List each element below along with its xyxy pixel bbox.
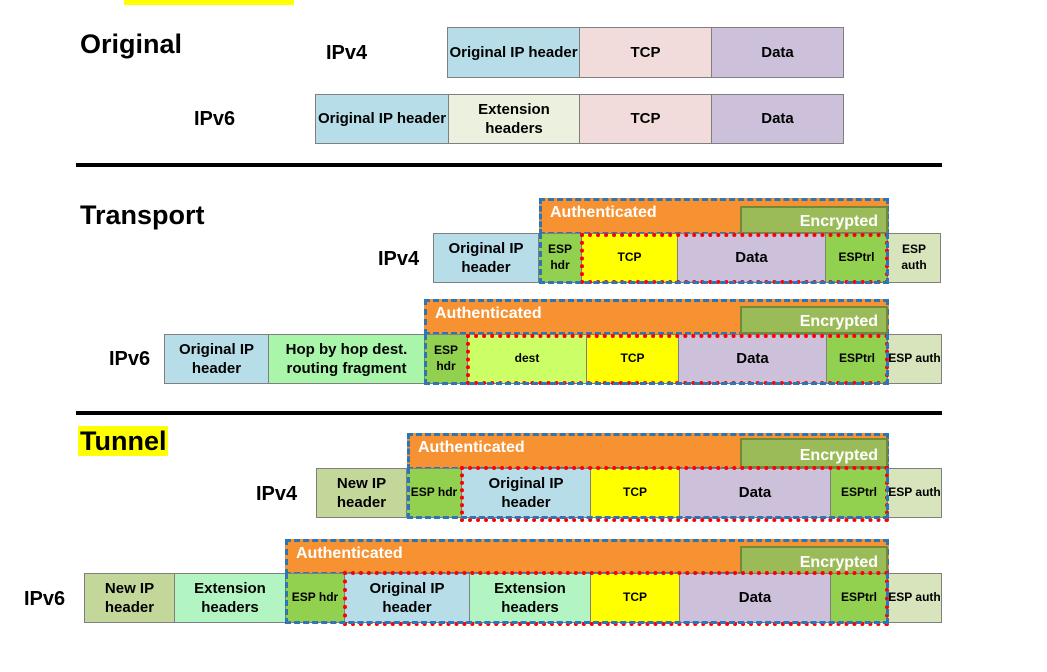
cell-original-ip-header: Original IP header [164,334,269,384]
section-title-tunnel: Tunnel [78,426,169,457]
cell-esp-auth: ESP auth [887,233,941,283]
cell-new-ip-header: New IP header [84,573,175,623]
cell-extension-headers: Extension headers [448,94,580,144]
divider-2 [76,411,942,415]
row-label-original-ipv6: IPv6 [194,108,236,130]
cell-esp-hdr: ESP hdr [538,233,582,283]
cell-original-ip-header: Original IP header [344,573,470,623]
cell-data: Data [711,94,844,144]
cell-original-ip-header: Original IP header [433,233,539,283]
encrypted-bar: Encrypted [740,206,888,234]
cell-data: Data [678,334,827,384]
encrypted-bar: Encrypted [740,438,888,468]
cell-esp-trl: ESPtrl [830,573,888,623]
authenticated-label: Authenticated [418,439,525,456]
section-title-original: Original [80,29,183,59]
cell-data: Data [679,468,831,518]
cell-tcp: TCP [579,27,712,78]
divider-1 [76,163,942,167]
cell-tcp: TCP [581,233,678,283]
row-label-tunnel-ipv4: IPv4 [256,483,298,505]
cell-esp-auth: ESP auth [887,334,942,384]
encrypted-bar: Encrypted [740,306,888,334]
cell-original-ip-header: Original IP header [461,468,591,518]
cell-tcp: TCP [590,468,680,518]
cell-esp-hdr: ESP hdr [424,334,468,384]
cell-original-ip-header: Original IP header [447,27,580,78]
cell-hop-by-hop: Hop by hop dest. routing fragment [268,334,425,384]
cell-extension-headers: Extension headers [469,573,591,623]
cell-data: Data [677,233,826,283]
encrypted-bar: Encrypted [740,546,888,575]
cell-tcp: TCP [586,334,679,384]
cell-esp-trl: ESPtrl [826,334,888,384]
row-label-transport-ipv6: IPv6 [109,348,151,370]
section-title-transport: Transport [80,200,205,230]
row-label-transport-ipv4: IPv4 [378,248,420,270]
cell-esp-hdr: ESP hdr [285,573,345,623]
top-highlight [124,0,294,5]
cell-tcp: TCP [579,94,712,144]
cell-original-ip-header: Original IP header [315,94,449,144]
cell-tcp: TCP [590,573,680,623]
row-label-original-ipv4: IPv4 [326,42,368,64]
row-label-tunnel-ipv6: IPv6 [24,588,66,610]
cell-esp-auth: ESP auth [887,573,942,623]
cell-dest: dest [467,334,587,384]
authenticated-label: Authenticated [435,305,542,322]
cell-esp-trl: ESPtrl [825,233,888,283]
authenticated-label: Authenticated [550,204,657,221]
cell-esp-hdr: ESP hdr [406,468,462,518]
authenticated-label: Authenticated [296,545,403,562]
cell-extension-headers: Extension headers [174,573,286,623]
cell-esp-auth: ESP auth [887,468,942,518]
cell-new-ip-header: New IP header [316,468,407,518]
cell-data: Data [711,27,844,78]
cell-data: Data [679,573,831,623]
tunnel-highlight: Tunnel [78,426,169,456]
cell-esp-trl: ESPtrl [830,468,888,518]
